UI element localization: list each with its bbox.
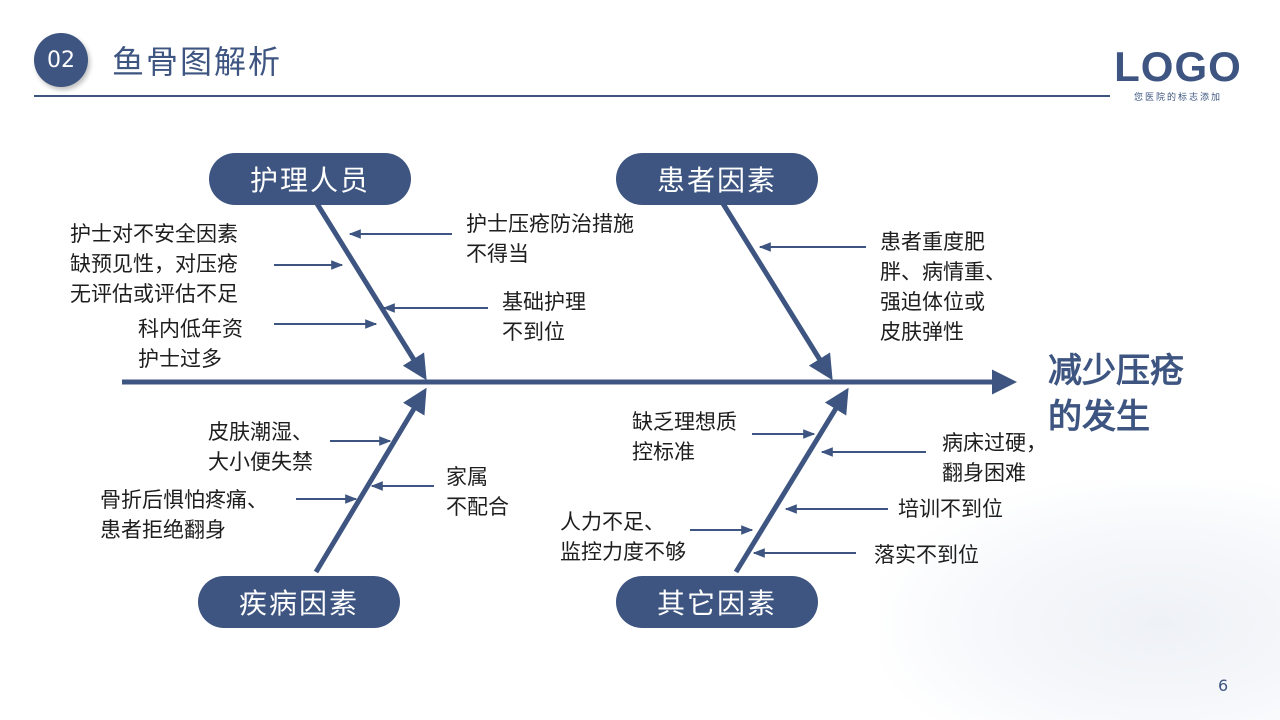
- background-decoration: [880, 480, 1280, 720]
- cause-other-2: 人力不足、 监控力度不够: [560, 510, 686, 564]
- cause-nursing-1: 护士对不安全因素 缺预见性，对压疮 无评估或评估不足: [70, 222, 238, 306]
- cause-disease-1: 皮肤潮湿、 大小便失禁: [208, 420, 313, 474]
- cause-disease-2: 骨折后惧怕疼痛、 患者拒绝翻身: [100, 488, 268, 542]
- logo-subtitle: 您医院的标志添加: [1133, 93, 1222, 103]
- category-patient-factors: 患者因素: [616, 153, 818, 205]
- category-disease-factors: 疾病因素: [198, 576, 400, 628]
- section-number-badge: 02: [34, 33, 88, 87]
- cause-other-4: 培训不到位: [898, 497, 1003, 521]
- cause-other-5: 落实不到位: [874, 543, 979, 567]
- bone-top-right: [719, 200, 833, 381]
- cause-other-1: 缺乏理想质 控标准: [632, 410, 737, 464]
- page-number: 6: [1218, 676, 1229, 695]
- bone-top-left: [313, 200, 427, 381]
- cause-nursing-3: 护士压疮防治措施 不得当: [466, 212, 634, 266]
- cause-other-3: 病床过硬， 翻身困难: [942, 431, 1047, 485]
- fishbone-effect: 减少压疮 的发生: [1048, 351, 1184, 437]
- category-nursing-staff: 护理人员: [209, 153, 411, 205]
- cause-disease-3: 家属 不配合: [446, 465, 509, 519]
- cause-nursing-4: 基础护理 不到位: [502, 290, 586, 344]
- page-title: 鱼骨图解析: [112, 43, 283, 81]
- header-divider: [34, 95, 1110, 97]
- bone-bottom-left: [313, 387, 427, 574]
- category-other-factors: 其它因素: [616, 576, 818, 628]
- cause-nursing-2: 科内低年资 护士过多: [138, 317, 243, 371]
- bone-bottom-right: [733, 387, 849, 574]
- logo: LOGO: [1114, 43, 1242, 90]
- cause-patient-1: 患者重度肥 胖、病情重、 强迫体位或 皮肤弹性: [880, 230, 1006, 344]
